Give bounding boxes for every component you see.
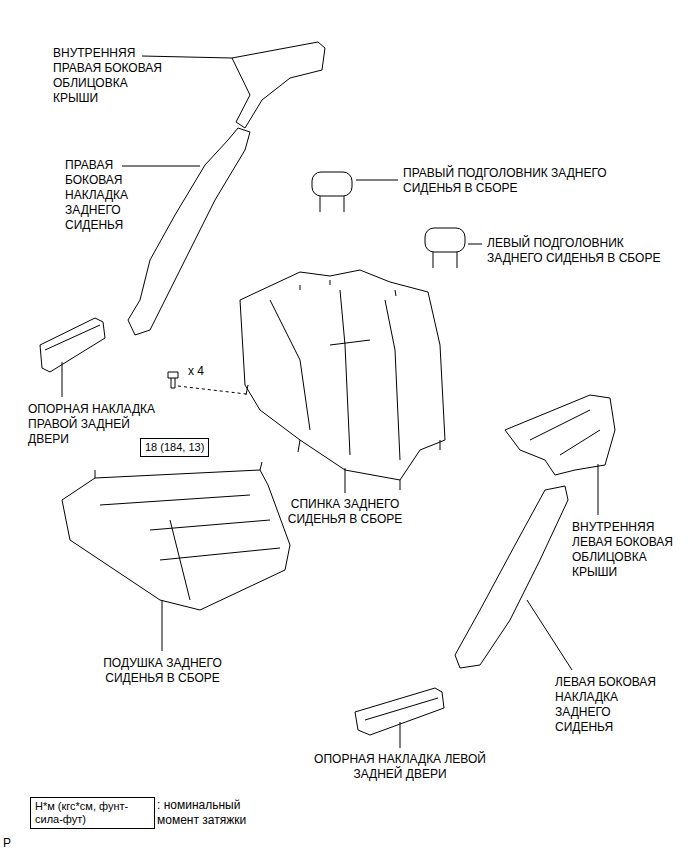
right-headrest-posts	[320, 196, 344, 212]
torque-box: 18 (184, 13)	[140, 438, 209, 457]
legend-box: Н*м (кгс*см, фунт-сила-фут)	[30, 797, 155, 829]
part-name: ОПОРНАЯ НАКЛАДКА ПРАВОЙ ЗАДНЕЙ ДВЕРИ	[28, 402, 158, 447]
part-name: ПРАВАЯ БОКОВАЯ НАКЛАДКА ЗАДНЕГО СИДЕНЬЯ	[65, 158, 145, 233]
part-name: ОПОРНАЯ НАКЛАДКА ЛЕВОЙ ЗАДНЕЙ ДВЕРИ	[300, 752, 500, 782]
leader-line	[142, 56, 232, 58]
page-mark: P	[3, 836, 23, 851]
cushion	[62, 470, 290, 610]
leader-line	[122, 166, 200, 167]
left-roof-detail	[530, 410, 600, 455]
right-headrest	[312, 172, 352, 196]
leader-line	[598, 464, 599, 515]
legend-unit: Н*м (кгс*см, фунт-сила-фут)	[35, 800, 150, 826]
part-name: ЛЕВЫЙ ПОДГОЛОВНИК ЗАДНЕГО СИДЕНЬЯ В СБОР…	[487, 236, 677, 266]
quantity-label: x 4	[188, 364, 228, 379]
part-name: ПРАВЫЙ ПОДГОЛОВНИК ЗАДНЕГО СИДЕНЬЯ В СБО…	[403, 166, 618, 196]
part-name: ЛЕВАЯ БОКОВАЯ НАКЛАДКА ЗАДНЕГО СИДЕНЬЯ	[555, 675, 665, 735]
leader-line	[178, 386, 246, 394]
left-headrest-posts	[433, 252, 457, 268]
part-name: СПИНКА ЗАДНЕГО СИДЕНЬЯ В СБОРЕ	[280, 497, 410, 527]
left-pillar-trim	[455, 486, 568, 668]
right-scuff-detail	[45, 325, 100, 350]
right-pillar-trim	[128, 128, 250, 335]
left-headrest	[425, 228, 465, 252]
seatback-studs	[246, 385, 440, 490]
cushion-contours	[100, 495, 280, 600]
part-name: ВНУТРЕННЯЯ ЛЕВАЯ БОКОВАЯ ОБЛИЦОВКА КРЫШИ	[572, 520, 687, 580]
leader-line	[345, 468, 346, 493]
leader-line	[400, 722, 401, 748]
seatback	[240, 270, 445, 480]
parts	[40, 42, 615, 735]
right-roof-trim	[232, 42, 325, 128]
cushion-hooks	[95, 462, 262, 478]
right-scuff-plate	[40, 318, 105, 372]
leader-line	[468, 244, 482, 245]
left-scuff-detail	[365, 698, 438, 720]
torque-value: 18 (184, 13)	[145, 441, 204, 454]
left-roof-trim	[505, 395, 615, 475]
leader-line	[527, 600, 572, 670]
leader-line	[162, 600, 163, 651]
part-name: ВНУТРЕННЯЯ ПРАВАЯ БОКОВАЯ ОБЛИЦОВКА КРЫШ…	[53, 46, 165, 106]
leader-line	[356, 180, 398, 181]
seatback-contours	[270, 280, 400, 460]
leader-line	[62, 362, 63, 397]
part-name: ПОДУШКА ЗАДНЕГО СИДЕНЬЯ В СБОРЕ	[85, 656, 240, 686]
bolt	[168, 372, 178, 388]
legend-note: : номинальный момент затяжки	[157, 798, 272, 828]
